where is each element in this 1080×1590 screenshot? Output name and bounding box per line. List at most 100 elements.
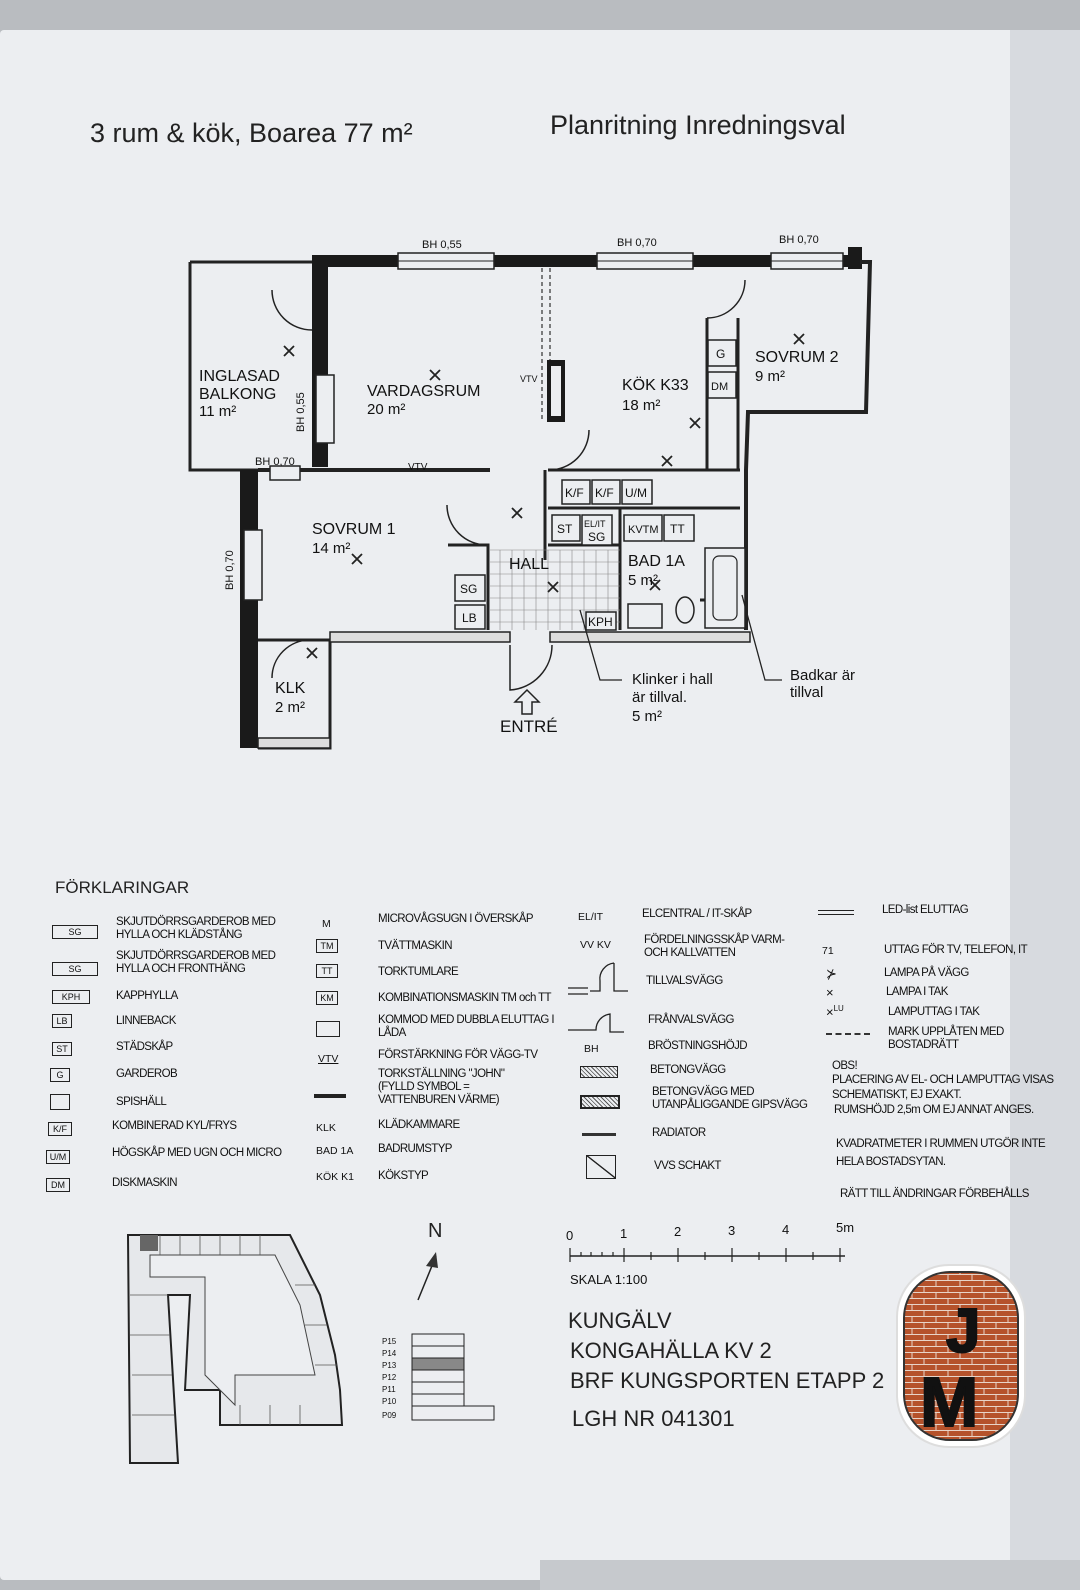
project-block: KONGAHÄLLA KV 2 bbox=[570, 1338, 772, 1363]
scale-tick: 1 bbox=[620, 1226, 627, 1241]
legend-symbol: KPH bbox=[52, 990, 90, 1004]
radiator-icon bbox=[582, 1133, 616, 1136]
legend-text: TORKSTÄLLNING "JOHN" (FYLLD SYMBOL = VAT… bbox=[378, 1068, 505, 1106]
room-name-balcony-2: BALKONG bbox=[199, 386, 276, 403]
room-area-balcony: 11 m² bbox=[199, 403, 236, 420]
window-label: BH 0,55 bbox=[295, 392, 307, 432]
legend-symbol: VTV bbox=[318, 1053, 339, 1065]
legend-text: KÖKSTYP bbox=[378, 1170, 429, 1182]
note-hall-2: är tillval. bbox=[632, 689, 687, 706]
wall-option-icons bbox=[568, 962, 628, 1033]
legend-text: FÖRDELNINGSSKÅP VARM- OCH KALLVATTEN bbox=[644, 934, 785, 959]
fixture-vtv: VTV bbox=[408, 462, 428, 473]
legend-symbol: SG bbox=[52, 925, 98, 939]
floor-label: P10 bbox=[382, 1397, 397, 1406]
ceiling-outlet-icon: ×LU bbox=[826, 1004, 844, 1020]
paper-sheet bbox=[0, 30, 1035, 1580]
rights-note: RÄTT TILL ÄNDRINGAR FÖRBEHÅLLS bbox=[840, 1188, 1029, 1200]
project-city: KUNGÄLV bbox=[568, 1308, 672, 1333]
legend-symbol: U/M bbox=[46, 1150, 70, 1164]
room-name-kok: KÖK K33 bbox=[622, 376, 689, 394]
legend-text: GARDEROB bbox=[116, 1068, 178, 1080]
legend-symbol: TT bbox=[316, 964, 338, 978]
legend-symbol: M bbox=[322, 918, 331, 930]
legend-text: KLÄDKAMMARE bbox=[378, 1119, 460, 1131]
fixture-um: U/M bbox=[625, 486, 647, 500]
wall-lamp-icon: ⊁ bbox=[826, 966, 837, 981]
fixture-st: ST bbox=[557, 522, 573, 536]
legend-text: LED-list ELUTTAG bbox=[882, 904, 969, 916]
legend-symbol: BAD 1A bbox=[316, 1145, 354, 1157]
window-label: BH 0,70 bbox=[779, 234, 819, 246]
obs-heading: OBS! bbox=[832, 1060, 858, 1072]
floor-label: P14 bbox=[382, 1349, 397, 1358]
legend-symbol: KM bbox=[316, 991, 338, 1005]
legend-heading: FÖRKLARINGAR bbox=[55, 878, 190, 897]
legend-text: LAMPA PÅ VÄGG bbox=[884, 967, 969, 979]
window-label: BH 0,70 bbox=[617, 237, 657, 249]
room-area-sovrum1: 14 m² bbox=[312, 540, 350, 557]
north-arrow-icon bbox=[417, 1252, 438, 1301]
legend-text: MARK UPPLÅTEN MED BOSTADRÄTT bbox=[888, 1026, 1004, 1051]
room-area-kok: 18 m² bbox=[622, 397, 660, 414]
scale-tick: 3 bbox=[728, 1223, 735, 1238]
legend-text: LINNEBACK bbox=[116, 1015, 176, 1027]
fixture-kph: KPH bbox=[588, 615, 613, 629]
apartment-title: 3 rum & kök, Boarea 77 m² bbox=[90, 118, 413, 148]
jm-logo: J M bbox=[896, 1264, 1026, 1448]
room-name-balcony: INGLASAD bbox=[199, 368, 280, 385]
room-name-klk: KLK bbox=[275, 680, 306, 697]
scale-tick: 0 bbox=[566, 1228, 573, 1243]
legend-text: VVS SCHAKT bbox=[654, 1160, 721, 1172]
legend-text: FRÅNVALSVÄGG bbox=[648, 1014, 734, 1026]
room-area-bad: 5 m² bbox=[628, 572, 658, 589]
legend-symbol: SG bbox=[52, 962, 98, 976]
dashed-line-icon bbox=[826, 1033, 870, 1035]
legend-symbol: BH bbox=[584, 1043, 599, 1055]
legend-text: LAMPA I TAK bbox=[886, 986, 948, 998]
room-name-sovrum1: SOVRUM 1 bbox=[312, 521, 396, 538]
apartment-number: LGH NR 041301 bbox=[572, 1406, 735, 1431]
legend-symbol: ST bbox=[52, 1042, 72, 1056]
floor-label: P09 bbox=[382, 1411, 397, 1420]
note-hall-3: 5 m² bbox=[632, 708, 662, 725]
entrance-label: ENTRÉ bbox=[500, 717, 558, 736]
legend-symbol: TM bbox=[316, 939, 338, 953]
project-association: BRF KUNGSPORTEN ETAPP 2 bbox=[570, 1368, 885, 1393]
legend-text: ELCENTRAL / IT-SKÅP bbox=[642, 908, 752, 920]
legend-text: BETONGVÄGG bbox=[650, 1064, 726, 1076]
note-bath-2: tillval bbox=[790, 684, 823, 701]
ceiling-outlet-symbol: LU bbox=[833, 1004, 844, 1013]
window-label: BH 0,70 bbox=[224, 550, 236, 590]
fixture-elit: EL/IT bbox=[584, 519, 606, 529]
fixture-kvtm: KVTM bbox=[628, 524, 659, 536]
area-note-line: KVADRATMETER I RUMMEN UTGÖR INTE bbox=[836, 1138, 1046, 1150]
legend-symbol: KLK bbox=[316, 1122, 336, 1134]
obs-line: PLACERING AV EL- OCH LAMPUTTAG VISAS bbox=[832, 1074, 1054, 1086]
legend-symbol: LB bbox=[52, 1014, 72, 1028]
floor-stack: P15 P14 P13 P12 P11 P10 P09 bbox=[382, 1333, 495, 1421]
legend-text: KOMBINERAD KYL/FRYS bbox=[112, 1120, 237, 1132]
scale-tick: 2 bbox=[674, 1224, 681, 1239]
window-label: BH 0,55 bbox=[422, 239, 462, 251]
concrete-wall-icon bbox=[580, 1066, 618, 1078]
legend-text: TORKTUMLARE bbox=[378, 966, 459, 978]
ceiling-lamp-icon: × bbox=[826, 985, 834, 1000]
legend-text: RADIATOR bbox=[652, 1127, 706, 1139]
window-label: BH 0,70 bbox=[255, 456, 295, 468]
fixture-kf: K/F bbox=[595, 486, 614, 500]
room-name-vardagsrum: VARDAGSRUM bbox=[367, 383, 481, 400]
fixture-kf: K/F bbox=[565, 486, 584, 500]
legend-text: KAPPHYLLA bbox=[116, 990, 178, 1002]
legend-text: LAMPUTTAG I TAK bbox=[888, 1006, 980, 1018]
scale-tick: 4 bbox=[782, 1222, 789, 1237]
legend-text: STÄDSKÅP bbox=[116, 1041, 173, 1053]
floor-label: P12 bbox=[382, 1373, 397, 1382]
plan-title: Planritning Inredningsval bbox=[550, 110, 846, 140]
legend-text: BADRUMSTYP bbox=[378, 1143, 452, 1155]
legend-symbol: G bbox=[50, 1068, 70, 1082]
legend-symbol: 71 bbox=[822, 945, 834, 957]
legend-text: SKJUTDÖRRSGARDEROB MED HYLLA OCH FRONTHÄ… bbox=[116, 950, 276, 975]
room-name-hall: HALL bbox=[509, 556, 549, 573]
legend-text: TVÄTTMASKIN bbox=[378, 940, 453, 952]
